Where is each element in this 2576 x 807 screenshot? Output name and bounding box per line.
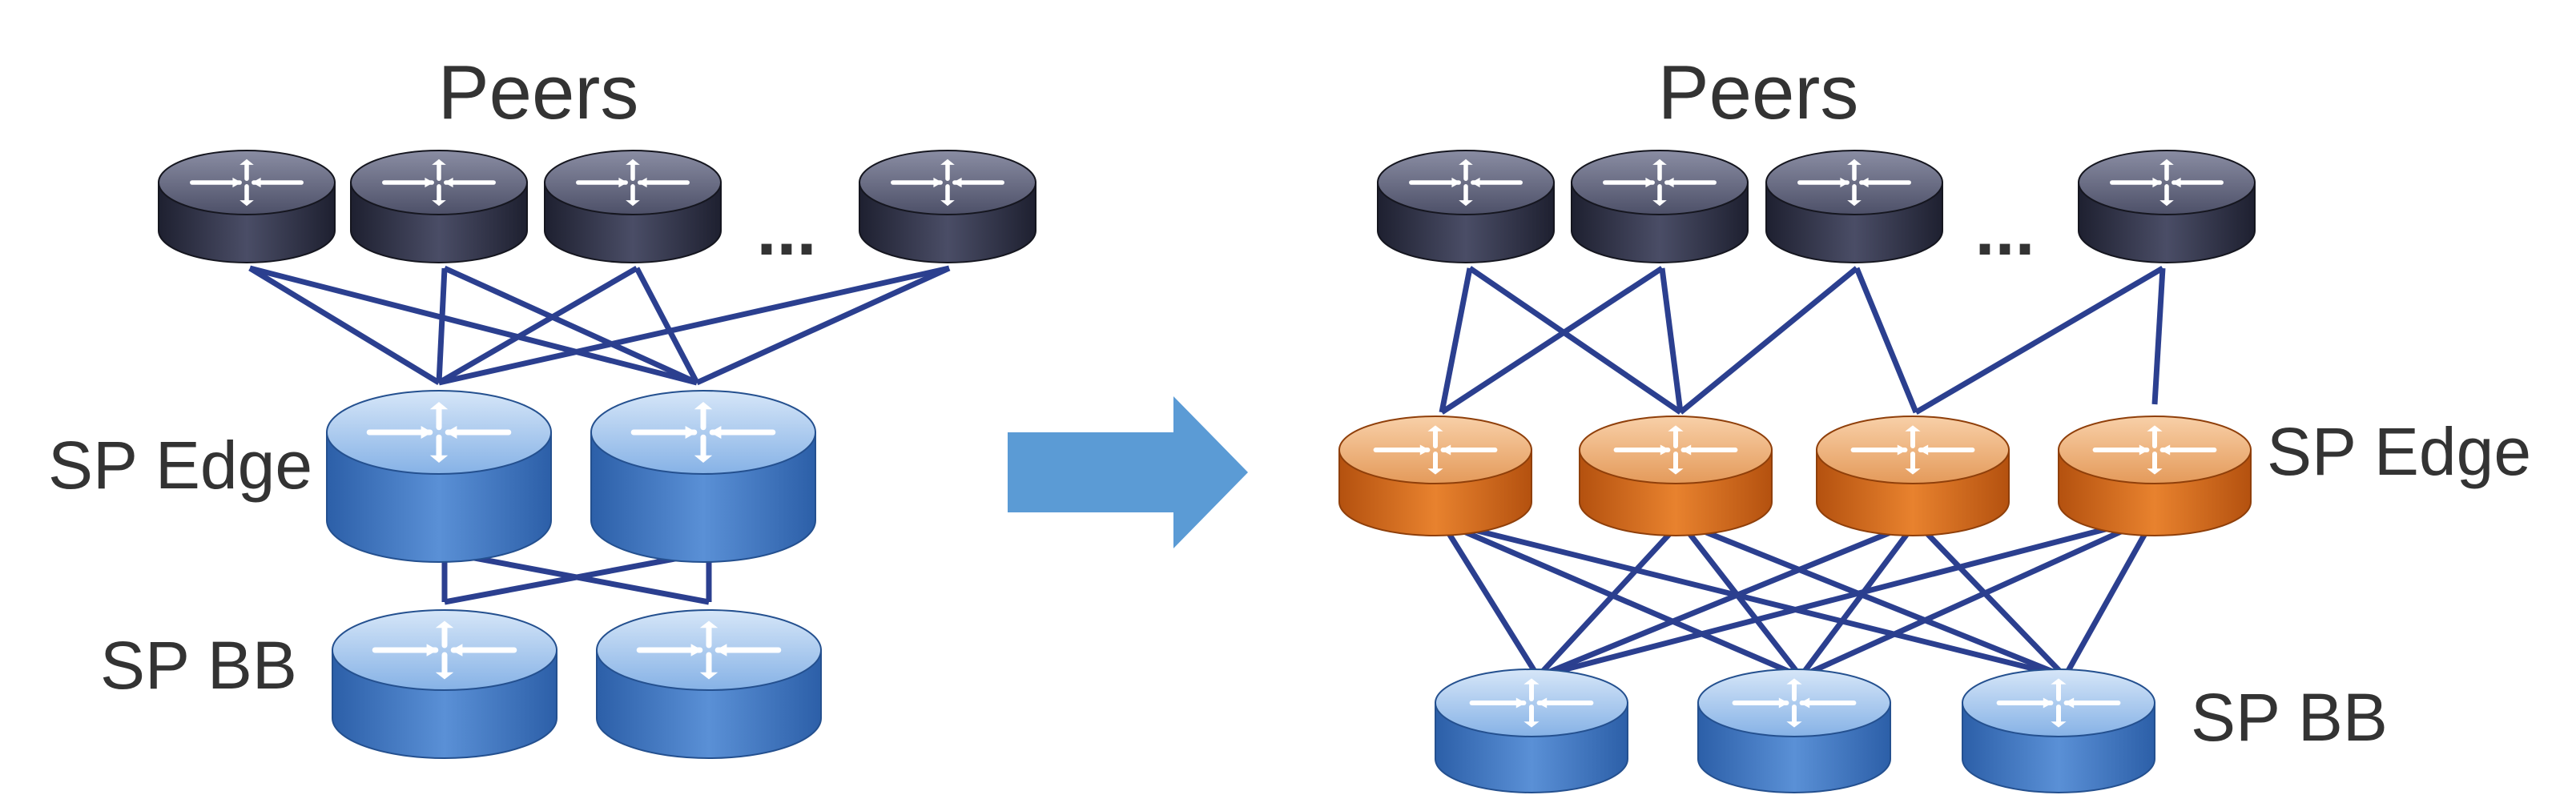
router-icon [1613, 425, 1738, 475]
left-peer-router-4 [859, 150, 1036, 263]
left-edge-router-1 [326, 390, 552, 563]
link [2151, 267, 2166, 405]
right-bb-label: SP BB [2191, 680, 2388, 755]
link [1679, 519, 2067, 680]
link [1439, 520, 1540, 678]
router-icon [1996, 678, 2121, 728]
router-icon [1469, 678, 1594, 728]
link [2062, 515, 2158, 678]
right-ellipsis: ... [1974, 191, 2035, 271]
router-icon [891, 159, 1004, 207]
router-icon [2092, 425, 2217, 475]
router-icon [1373, 425, 1498, 475]
left-bb-label: SP BB [100, 628, 297, 703]
right-edge-router-4 [2058, 416, 2252, 536]
router-icon [382, 159, 496, 207]
router-icon [190, 159, 304, 207]
router-icon [630, 402, 776, 463]
left-bb-router-1 [332, 609, 557, 759]
right-edge-label: SP Edge [2267, 414, 2531, 489]
routers [158, 150, 2256, 793]
link [1799, 513, 2156, 680]
router-icon [1797, 159, 1911, 207]
link [1439, 267, 1473, 413]
link [1440, 266, 1664, 415]
link [1537, 513, 2155, 680]
link [1659, 267, 1684, 413]
right-edge-router-2 [1579, 416, 1773, 536]
link [1678, 266, 1859, 415]
link [1441, 519, 2066, 680]
right-peer-router-2 [1571, 150, 1749, 263]
left-ellipsis: ... [756, 191, 816, 271]
left-edge-label: SP Edge [48, 428, 312, 503]
router-icon [1603, 159, 1717, 207]
link [1914, 265, 2164, 416]
left-peer-router-2 [350, 150, 528, 263]
link [443, 265, 698, 386]
left-edge-router-2 [590, 390, 816, 563]
right-peer-router-3 [1765, 150, 1943, 263]
link [634, 267, 700, 384]
link [695, 265, 951, 386]
link [1854, 267, 1919, 414]
link [1678, 520, 1803, 679]
left-peer-router-1 [158, 150, 336, 263]
right-peer-router-4 [2078, 150, 2256, 263]
right-bb-router-1 [1435, 668, 1628, 793]
right-edge-router-1 [1338, 416, 1532, 536]
left-peer-router-3 [544, 150, 722, 263]
right-links [1439, 265, 2166, 680]
link [1468, 266, 1682, 415]
router-icon [636, 620, 782, 680]
link [437, 265, 638, 386]
router-icon [372, 620, 517, 680]
right-peer-router-1 [1377, 150, 1555, 263]
right-bb-router-3 [1962, 668, 2155, 793]
left-bb-router-2 [596, 609, 822, 759]
link [248, 266, 441, 385]
link [438, 265, 950, 386]
right-peers-label: Peers [1658, 50, 1859, 135]
left-links [248, 265, 951, 605]
right-edge-router-3 [1816, 416, 2010, 536]
router-icon [2110, 159, 2224, 207]
link [249, 265, 698, 386]
link [1914, 520, 2067, 679]
right-bb-router-2 [1697, 668, 1891, 793]
router-icon [1850, 425, 1975, 475]
link [1440, 519, 1802, 680]
router-icon [366, 402, 512, 463]
router-icon [1732, 678, 1857, 728]
link [1798, 520, 1918, 679]
left-peers-label: Peers [438, 50, 639, 135]
link [444, 549, 710, 605]
router-icon [576, 159, 690, 207]
link [436, 267, 448, 383]
link [1536, 520, 1683, 679]
link [1536, 519, 1918, 680]
router-icon [1409, 159, 1523, 207]
transform-arrow-icon [1008, 396, 1248, 548]
